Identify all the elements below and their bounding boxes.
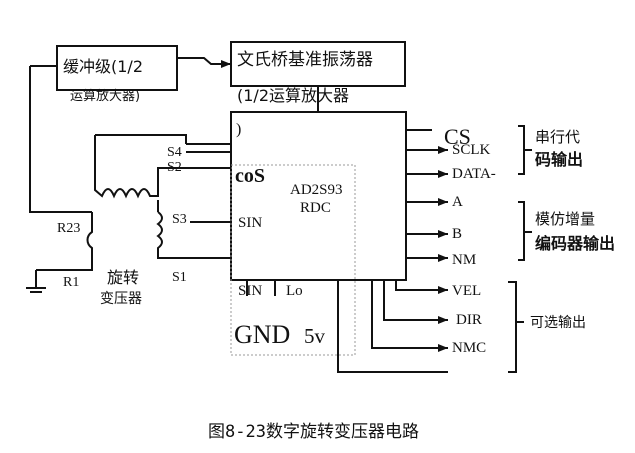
r23-label: R23 — [57, 221, 81, 236]
dir-output-label: DIR — [456, 312, 482, 328]
rdc-label: RDC — [300, 200, 331, 216]
sin-pin-lower: SIN — [238, 283, 263, 299]
serial-output-group-1: 串行代 — [535, 128, 581, 146]
cs-output-label: CS — [444, 124, 471, 149]
nm-output-label: NM — [452, 252, 477, 268]
oscillator-label-1: 文氏桥基准振荡器 — [237, 50, 373, 70]
nmc-output-label: NMC — [452, 340, 487, 356]
vcc-5v-label: 5v — [304, 324, 325, 348]
buffer-label-1: 缓冲级(1/2 — [63, 57, 143, 76]
gnd-label: GND — [234, 320, 291, 349]
lo-pin-label: Lo — [286, 283, 303, 299]
sin-pin-upper: SIN — [238, 215, 263, 231]
chip-inner-dashed — [230, 164, 356, 356]
sclk-output-label: SCLK — [452, 142, 491, 158]
data-output-label: DATA- — [452, 166, 496, 182]
figure-caption: 图8-23数字旋转变压器电路 — [208, 422, 419, 442]
serial-output-group-2: 码输出 — [535, 150, 584, 169]
s1-label: S1 — [172, 270, 187, 285]
s2-label: S2 — [167, 160, 182, 175]
cos-pin-label: coS — [235, 165, 265, 187]
s4-label: S4 — [167, 145, 182, 160]
r1-label: R1 — [63, 275, 80, 290]
rdc-part-number: AD2S93 — [290, 182, 343, 198]
oscillator-label-2: (1/2运算放大器 — [237, 86, 349, 105]
buffer-label-2: 运算放大器) — [70, 89, 141, 104]
s3-label: S3 — [172, 212, 187, 227]
b-output-label: B — [452, 226, 463, 242]
vel-output-label: VEL — [452, 283, 482, 299]
encoder-output-group-1: 模仿增量 — [535, 210, 596, 228]
a-output-label: A — [452, 194, 463, 210]
encoder-output-group-2: 编码器输出 — [535, 234, 616, 253]
resolver-label-2: 变压器 — [100, 291, 142, 307]
optional-output-group: 可选输出 — [530, 315, 586, 331]
pin-bracket: ) — [236, 121, 242, 138]
resolver-label-1: 旋转 — [107, 268, 140, 287]
buffer-block — [56, 45, 178, 91]
